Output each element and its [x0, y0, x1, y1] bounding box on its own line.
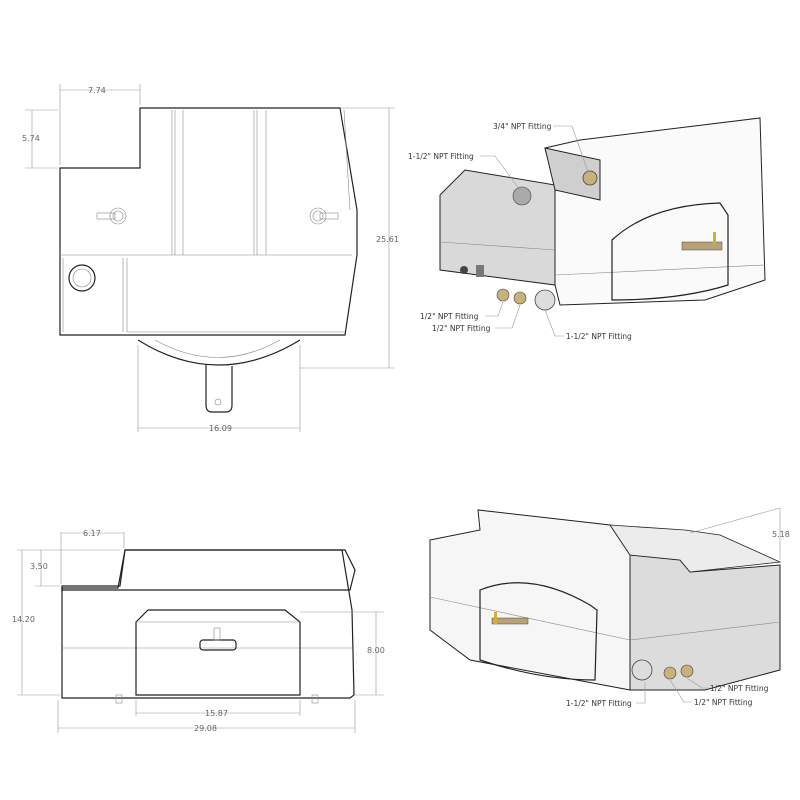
callout-rear-1-2-npt-b: 1/2" NPT Fitting: [694, 698, 753, 707]
dim-notch-width: 7.74: [88, 86, 106, 95]
callout-1-2-npt-b: 1/2" NPT Fitting: [432, 324, 491, 333]
dim-step-width-side: 15.87: [205, 709, 228, 718]
dim-side-notch-height: 3.50: [30, 562, 48, 571]
callout-1-2-npt-a: 1/2" NPT Fitting: [420, 312, 479, 321]
dim-step-height: 8.00: [367, 646, 385, 655]
callout-1-1-2-npt-bottom: 1-1/2" NPT Fitting: [566, 332, 632, 341]
top-view: 7.74 5.74 25.61 16.09: [22, 84, 399, 433]
iso-view-rear: 5.18 1-1/2" NPT Fitting 1/2" NPT Fitting…: [429, 507, 790, 708]
iso-view-front: 3/4" NPT Fitting 1-1/2" NPT Fitting 1/2"…: [408, 117, 766, 341]
dim-overall-height: 14.20: [12, 615, 35, 624]
dim-overall-depth: 25.61: [376, 235, 399, 244]
dim-side-notch-width: 6.17: [83, 529, 101, 538]
side-view: 6.17 3.50 14.20 8.00 15.87 29.08: [12, 529, 385, 733]
dim-notch-depth: 5.74: [22, 134, 40, 143]
callout-rear-1-1-2-npt: 1-1/2" NPT Fitting: [566, 699, 632, 708]
callout-rear-1-2-npt-a: 1/2" NPT Fitting: [710, 684, 769, 693]
callout-3-4-npt: 3/4" NPT Fitting: [493, 122, 552, 131]
dim-overall-length: 29.08: [194, 724, 217, 733]
dim-step-width: 16.09: [209, 424, 232, 433]
dim-height-offset: 5.18: [772, 530, 790, 539]
callout-1-1-2-npt-top: 1-1/2" NPT Fitting: [408, 152, 474, 161]
